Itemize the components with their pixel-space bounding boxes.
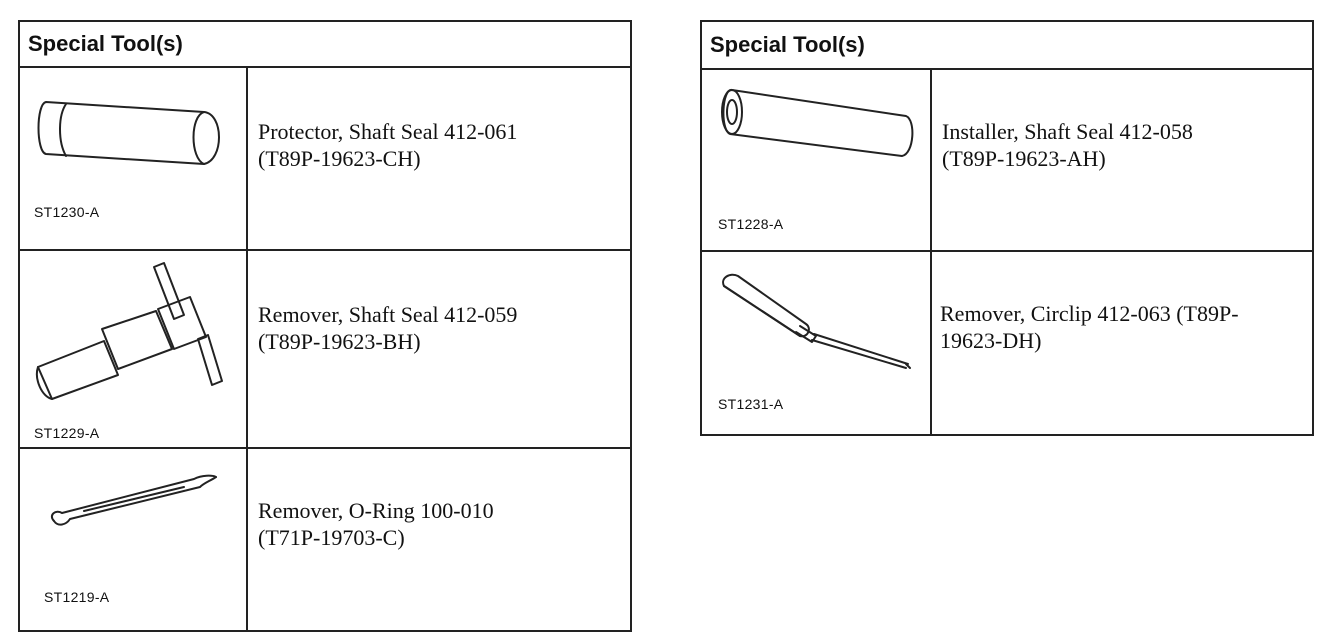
circlip-remover-icon bbox=[722, 273, 911, 369]
table-header-title: Special Tool(s) bbox=[710, 32, 865, 57]
tool-name: Remover, Circlip 412-063 (T89P- bbox=[940, 301, 1239, 326]
tool-name: Remover, O-Ring 100-010 bbox=[258, 498, 494, 523]
tool-description: Remover, O-Ring 100-010 (T71P-19703-C) bbox=[258, 497, 494, 551]
table-row: ST1230-A Protector, Shaft Seal 412-061 (… bbox=[20, 68, 630, 251]
tool-image-cell: ST1229-A bbox=[20, 251, 248, 447]
tool-part-number: (T89P-19623-BH) bbox=[258, 329, 421, 354]
shaft-seal-remover-icon bbox=[36, 262, 223, 400]
shaft-seal-protector-icon bbox=[37, 101, 220, 165]
shaft-seal-installer-icon bbox=[721, 89, 914, 157]
tool-part-number: (T89P-19623-AH) bbox=[942, 146, 1106, 171]
tool-name: Remover, Shaft Seal 412-059 bbox=[258, 302, 518, 327]
tool-code: ST1229-A bbox=[34, 425, 100, 441]
special-tools-table-left: Special Tool(s) ST1230-A Protector, Shaf… bbox=[18, 20, 632, 632]
tool-description: Installer, Shaft Seal 412-058 (T89P-1962… bbox=[942, 118, 1193, 172]
tool-name: Protector, Shaft Seal 412-061 bbox=[258, 119, 518, 144]
tool-description: Remover, Circlip 412-063 (T89P- 19623-DH… bbox=[940, 300, 1239, 354]
tool-image-cell: ST1228-A bbox=[702, 70, 932, 250]
tool-code: ST1228-A bbox=[718, 216, 784, 232]
table-header-title: Special Tool(s) bbox=[28, 31, 183, 56]
table-header: Special Tool(s) bbox=[702, 22, 1312, 70]
tool-name: Installer, Shaft Seal 412-058 bbox=[942, 119, 1193, 144]
tool-image-cell: ST1219-A bbox=[20, 449, 248, 630]
tool-part-number: (T71P-19703-C) bbox=[258, 525, 405, 550]
tool-image-cell: ST1231-A bbox=[702, 252, 932, 434]
tool-code: ST1230-A bbox=[34, 204, 100, 220]
o-ring-remover-icon bbox=[50, 474, 217, 526]
tool-description: Remover, Shaft Seal 412-059 (T89P-19623-… bbox=[258, 301, 517, 355]
table-row: ST1231-A Remover, Circlip 412-063 (T89P-… bbox=[702, 252, 1312, 434]
tool-part-number: 19623-DH) bbox=[940, 328, 1042, 353]
tool-part-number: (T89P-19623-CH) bbox=[258, 146, 421, 171]
tool-description: Protector, Shaft Seal 412-061 (T89P-1962… bbox=[258, 118, 517, 172]
table-row: ST1228-A Installer, Shaft Seal 412-058 (… bbox=[702, 70, 1312, 252]
tool-code: ST1231-A bbox=[718, 396, 784, 412]
special-tools-table-right: Special Tool(s) ST1228-A Installer, Shaf… bbox=[700, 20, 1314, 436]
table-row: ST1229-A Remover, Shaft Seal 412-059 (T8… bbox=[20, 251, 630, 449]
tool-image-cell: ST1230-A bbox=[20, 68, 248, 249]
tool-code: ST1219-A bbox=[44, 589, 110, 605]
table-header: Special Tool(s) bbox=[20, 22, 630, 68]
table-row: ST1219-A Remover, O-Ring 100-010 (T71P-1… bbox=[20, 449, 630, 630]
